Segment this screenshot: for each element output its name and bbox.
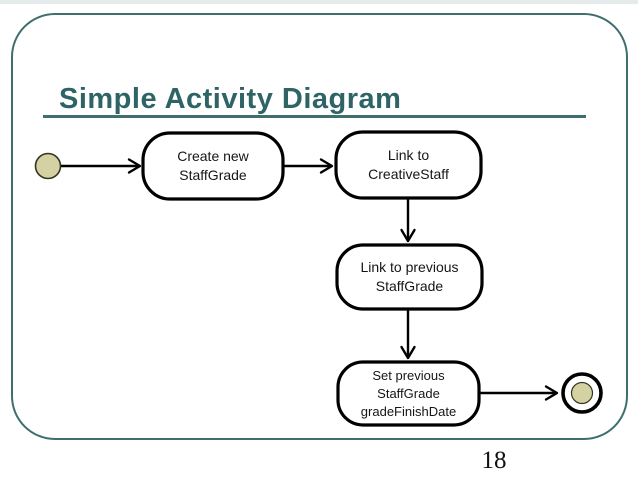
activity-node-create-new-staffgrade-shape	[141, 131, 285, 201]
node-label-line: CreativeStaff	[368, 166, 449, 182]
page-number: 18	[481, 447, 507, 474]
node-label-line: StaffGrade	[377, 385, 440, 401]
arrow-start-to-create	[58, 158, 142, 174]
activity-node-create-new-staffgrade: Create new StaffGrade	[143, 133, 283, 199]
node-label-line: gradeFinishDate	[360, 403, 457, 419]
end-node	[561, 372, 603, 414]
activity-node-set-previous-staffgrade-shape	[336, 360, 481, 427]
slide-title: Simple Activity Diagram	[59, 83, 402, 115]
arrow-create-to-link-creativestaff	[282, 158, 334, 174]
arrow-link-creativestaff-to-link-previous	[400, 196, 416, 243]
node-label-line: StaffGrade	[375, 278, 444, 294]
node-label-line: Link to previous	[360, 259, 459, 275]
start-node	[34, 152, 62, 180]
title-underline	[43, 115, 586, 118]
activity-node-link-to-creativestaff-shape	[334, 130, 483, 200]
activity-node-link-to-previous-staffgrade: Link to previous StaffGrade	[337, 245, 482, 309]
node-label-line: Create new	[177, 148, 249, 164]
node-label-line: Link to	[387, 147, 430, 163]
node-label-line: Set previous	[372, 367, 445, 383]
arrow-set-previous-to-end	[478, 385, 559, 401]
arrow-link-previous-to-set-previous	[400, 307, 416, 360]
activity-node-set-previous-staffgrade: Set previous StaffGrade gradeFinishDate	[338, 362, 479, 425]
activity-node-link-to-previous-staffgrade-shape	[335, 243, 484, 311]
top-edge-strip	[0, 0, 638, 4]
slide-border-frame	[11, 13, 628, 440]
node-label-line: StaffGrade	[179, 167, 247, 183]
activity-node-link-to-creativestaff: Link to CreativeStaff	[336, 132, 481, 198]
